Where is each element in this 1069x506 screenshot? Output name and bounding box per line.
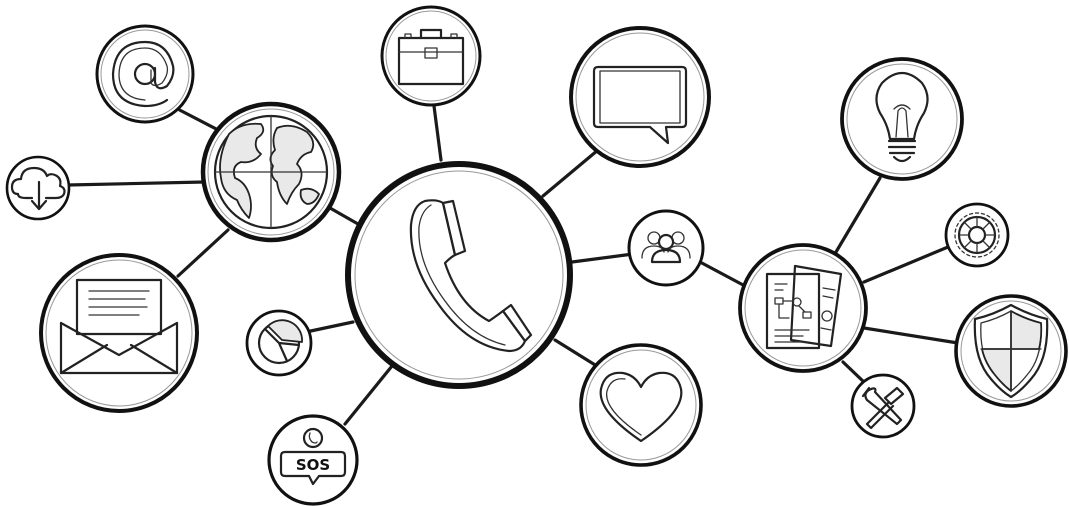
edge-people-phone xyxy=(572,254,633,262)
sos-label: SOS xyxy=(296,456,330,474)
edge-envelope-globe xyxy=(178,230,228,276)
node-gear xyxy=(946,204,1008,266)
edge-chat-phone xyxy=(543,150,598,196)
node-shield xyxy=(956,296,1066,406)
edge-cloud-globe xyxy=(68,182,204,185)
edge-sos-phone xyxy=(345,366,392,424)
edge-people-docs xyxy=(700,262,745,286)
node-briefcase xyxy=(382,7,480,105)
edge-shield-docs xyxy=(864,328,958,343)
node-people xyxy=(629,211,703,285)
edge-gear-docs xyxy=(864,247,948,282)
node-sos: SOS xyxy=(269,416,357,504)
edge-heart-phone xyxy=(555,340,600,368)
node-chat xyxy=(571,28,709,166)
globe-icon xyxy=(215,116,327,228)
hub-phone xyxy=(348,164,570,386)
edge-briefcase-phone xyxy=(434,106,441,160)
edge-bulb-docs xyxy=(836,178,880,252)
node-pie-chart xyxy=(247,311,311,375)
edge-pie-phone xyxy=(306,322,353,332)
node-email-at xyxy=(97,26,193,122)
node-cloud-download xyxy=(7,157,69,219)
node-lightbulb xyxy=(842,59,962,179)
edge-tools-docs xyxy=(843,362,866,384)
node-tools xyxy=(852,375,914,437)
node-envelope xyxy=(41,255,197,411)
node-globe xyxy=(203,104,339,240)
node-heart xyxy=(581,345,701,465)
node-documents xyxy=(740,245,866,371)
